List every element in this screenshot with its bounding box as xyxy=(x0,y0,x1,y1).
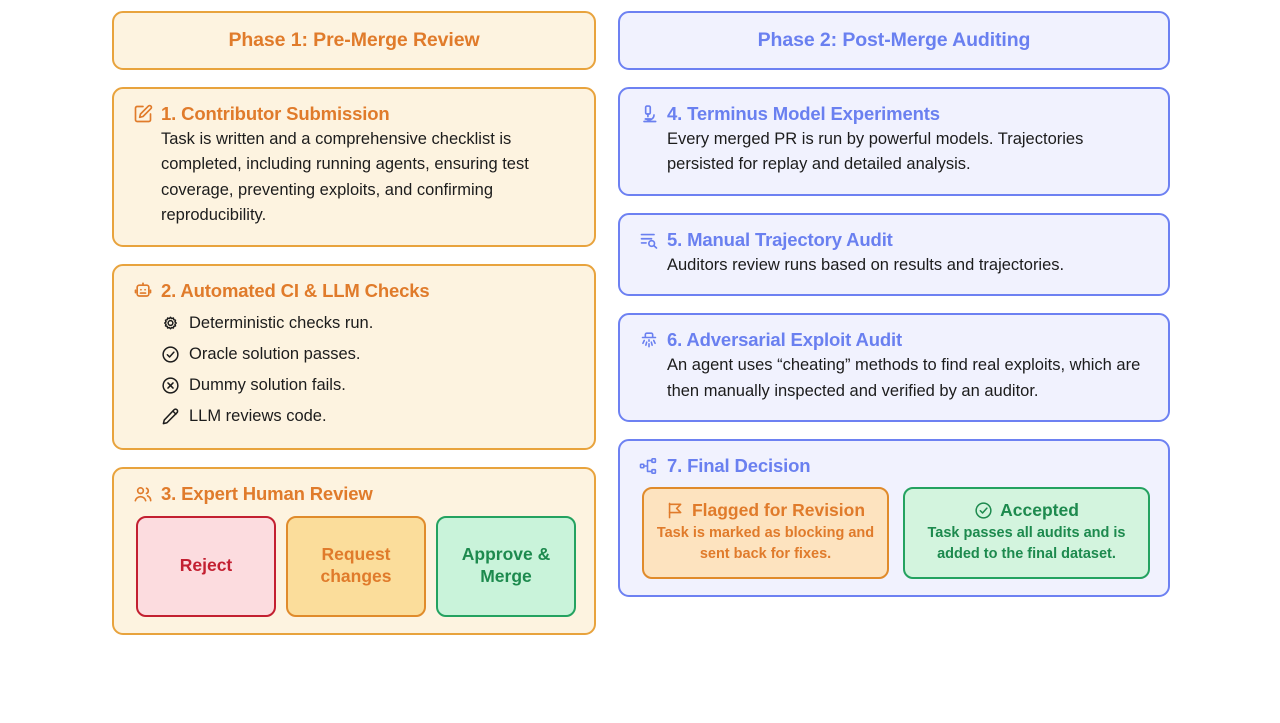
phase-1-column: Phase 1: Pre-Merge Review 1. Contributor… xyxy=(112,11,596,712)
outcome-description: Task is marked as blocking and sent back… xyxy=(656,525,875,562)
card-manual-trajectory-audit: 5. Manual Trajectory Audit Auditors revi… xyxy=(618,212,1170,297)
card-title: 7. Final Decision xyxy=(667,455,811,477)
card-title: 4. Terminus Model Experiments xyxy=(667,103,940,124)
workflow-icon xyxy=(638,456,659,477)
decision-button-row: Reject Request changes Approve & Merge xyxy=(132,515,576,617)
pencil-icon xyxy=(161,407,180,426)
microscope-icon xyxy=(638,104,659,125)
outcome-flagged-for-revision[interactable]: Flagged for Revision Task is marked as b… xyxy=(642,487,889,580)
gear-icon xyxy=(161,314,180,333)
card-terminus-model-experiments: 4. Terminus Model Experiments Every merg… xyxy=(618,87,1170,196)
circle-check-icon xyxy=(161,345,180,364)
reject-button[interactable]: Reject xyxy=(136,515,276,617)
bot-icon xyxy=(132,280,153,301)
list-item-label: Oracle solution passes. xyxy=(189,344,361,363)
list-item: LLM reviews code. xyxy=(161,401,576,432)
card-final-decision: 7. Final Decision Flagged for Revision T… xyxy=(618,439,1170,598)
card-header: 3. Expert Human Review xyxy=(132,483,576,505)
card-title: 3. Expert Human Review xyxy=(161,482,373,504)
list-item-label: LLM reviews code. xyxy=(189,406,327,425)
outcome-header: Flagged for Revision xyxy=(652,500,879,521)
phase-2-title: Phase 2: Post-Merge Auditing xyxy=(757,29,1031,51)
list-search-icon xyxy=(638,229,659,250)
card-contributor-submission: 1. Contributor Submission Task is writte… xyxy=(112,87,596,247)
request-changes-button[interactable]: Request changes xyxy=(286,515,426,617)
card-expert-human-review: 3. Expert Human Review Reject Request ch… xyxy=(112,466,596,635)
card-title: 1. Contributor Submission xyxy=(161,103,390,124)
list-item: Deterministic checks run. xyxy=(161,308,576,339)
flag-icon xyxy=(666,501,685,520)
card-body: Every merged PR is run by powerful model… xyxy=(667,130,1084,174)
card-title: 5. Manual Trajectory Audit xyxy=(667,228,893,250)
users-icon xyxy=(132,483,153,504)
card-adversarial-exploit-audit: 6. Adversarial Exploit Audit An agent us… xyxy=(618,313,1170,423)
card-title: 2. Automated CI & LLM Checks xyxy=(161,279,430,301)
outcome-row: Flagged for Revision Task is marked as b… xyxy=(638,487,1150,580)
outcome-title: Accepted xyxy=(1000,500,1079,521)
phase-1-header: Phase 1: Pre-Merge Review xyxy=(112,11,596,70)
list-item-label: Dummy solution fails. xyxy=(189,375,346,394)
card-body: An agent uses “cheating” methods to find… xyxy=(667,356,1141,400)
list-item-label: Deterministic checks run. xyxy=(189,313,374,332)
card-header: 2. Automated CI & LLM Checks xyxy=(132,280,576,302)
approve-merge-button[interactable]: Approve & Merge xyxy=(436,515,576,617)
card-header: 6. Adversarial Exploit Audit xyxy=(638,329,1150,351)
list-item: Oracle solution passes. xyxy=(161,339,576,370)
phase-2-header: Phase 2: Post-Merge Auditing xyxy=(618,11,1170,70)
card-body: Auditors review runs based on results an… xyxy=(667,255,1065,274)
spy-icon xyxy=(638,330,659,351)
card-header: 4. Terminus Model Experiments xyxy=(638,103,1150,125)
card-header: 7. Final Decision xyxy=(638,455,1150,477)
phase-2-column: Phase 2: Post-Merge Auditing 4. Terminus… xyxy=(618,11,1170,712)
outcome-accepted[interactable]: Accepted Task passes all audits and is a… xyxy=(903,487,1150,580)
card-header: 1. Contributor Submission xyxy=(132,103,576,125)
outcome-header: Accepted xyxy=(913,500,1140,521)
circle-check-icon xyxy=(974,501,993,520)
outcome-title: Flagged for Revision xyxy=(691,500,866,521)
list-item: Dummy solution fails. xyxy=(161,370,576,401)
card-title: 6. Adversarial Exploit Audit xyxy=(667,329,902,351)
square-pen-icon xyxy=(132,104,153,125)
outcome-description: Task passes all audits and is added to t… xyxy=(927,525,1126,562)
check-list: Deterministic checks run. Oracle solutio… xyxy=(132,308,576,432)
card-body: Task is written and a comprehensive chec… xyxy=(161,130,529,225)
phase-1-title: Phase 1: Pre-Merge Review xyxy=(228,29,480,51)
card-header: 5. Manual Trajectory Audit xyxy=(638,229,1150,251)
card-automated-checks: 2. Automated CI & LLM Checks Determinist… xyxy=(112,263,596,450)
circle-x-icon xyxy=(161,376,180,395)
